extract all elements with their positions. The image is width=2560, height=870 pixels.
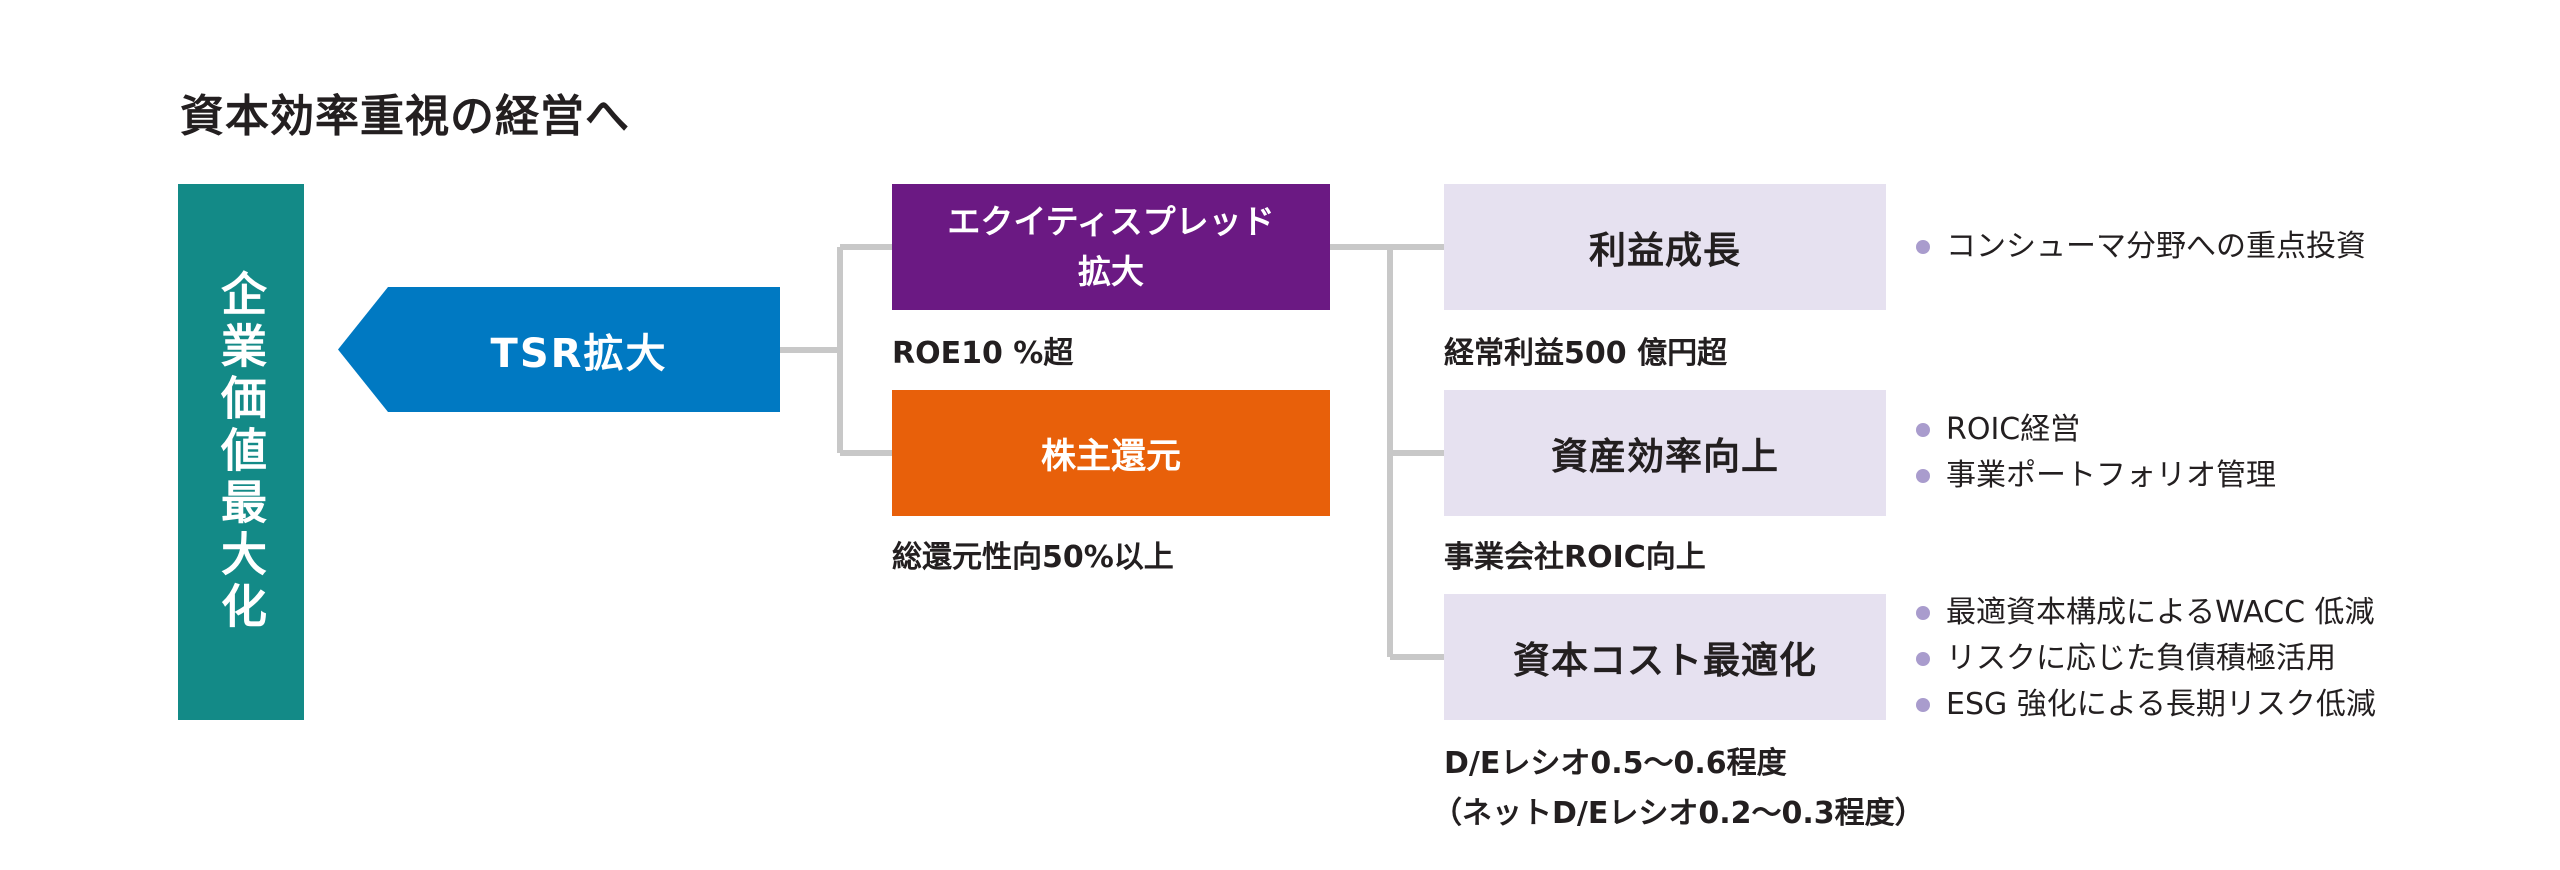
shareholder-return-label: 株主還元 (1040, 436, 1181, 477)
profit-growth-sub: 経常利益500 億円超 (1444, 336, 1728, 371)
equity-spread-label-line1: エクイティスプレッド (947, 202, 1275, 241)
shareholder-return-box: 株主還元 (892, 390, 1330, 516)
asset-efficiency-sub: 事業会社ROIC向上 (1444, 540, 1706, 575)
equity-spread-label-line2: 拡大 (1078, 252, 1144, 291)
asset-efficiency-bullets: ROIC経営 事業ポートフォリオ管理 (1916, 407, 2276, 499)
list-item: 事業ポートフォリオ管理 (1916, 453, 2276, 499)
capital-cost-sub-line1: D/Eレシオ0.5〜0.6程度 (1444, 746, 1787, 781)
asset-efficiency-box: 資産効率向上 (1444, 390, 1886, 516)
corporate-value-label: 企業価値最大化 (214, 270, 268, 634)
profit-growth-box: 利益成長 (1444, 184, 1886, 310)
tsr-label: TSR拡大 (490, 330, 668, 377)
equity-spread-box: エクイティスプレッド 拡大 (892, 184, 1330, 310)
list-item: コンシューマ分野への重点投資 (1916, 224, 2366, 270)
shareholder-return-sub: 総還元性向50%以上 (892, 540, 1174, 575)
capital-cost-bullets: 最適資本構成によるWACC 低減 リスクに応じた負債積極活用 ESG 強化による… (1916, 590, 2376, 728)
asset-efficiency-label: 資産効率向上 (1551, 435, 1779, 478)
profit-growth-bullets: コンシューマ分野への重点投資 (1916, 224, 2366, 270)
list-item: 最適資本構成によるWACC 低減 (1916, 590, 2376, 636)
list-item: ROIC経営 (1916, 407, 2276, 453)
profit-growth-label: 利益成長 (1589, 229, 1741, 272)
capital-cost-label: 資本コスト最適化 (1513, 639, 1817, 682)
tsr-arrow-shape (338, 287, 780, 412)
equity-spread-sub: ROE10 %超 (892, 336, 1074, 371)
list-item: ESG 強化による長期リスク低減 (1916, 682, 2376, 728)
corporate-value-box: 企業価値最大化 (178, 184, 304, 720)
page-title: 資本効率重視の経営へ (180, 91, 630, 142)
capital-cost-sub-line2: （ネットD/Eレシオ0.2〜0.3程度） (1432, 796, 1925, 831)
tsr-arrow-box: TSR拡大 (338, 287, 780, 412)
list-item: リスクに応じた負債積極活用 (1916, 636, 2376, 682)
capital-cost-box: 資本コスト最適化 (1444, 594, 1886, 720)
